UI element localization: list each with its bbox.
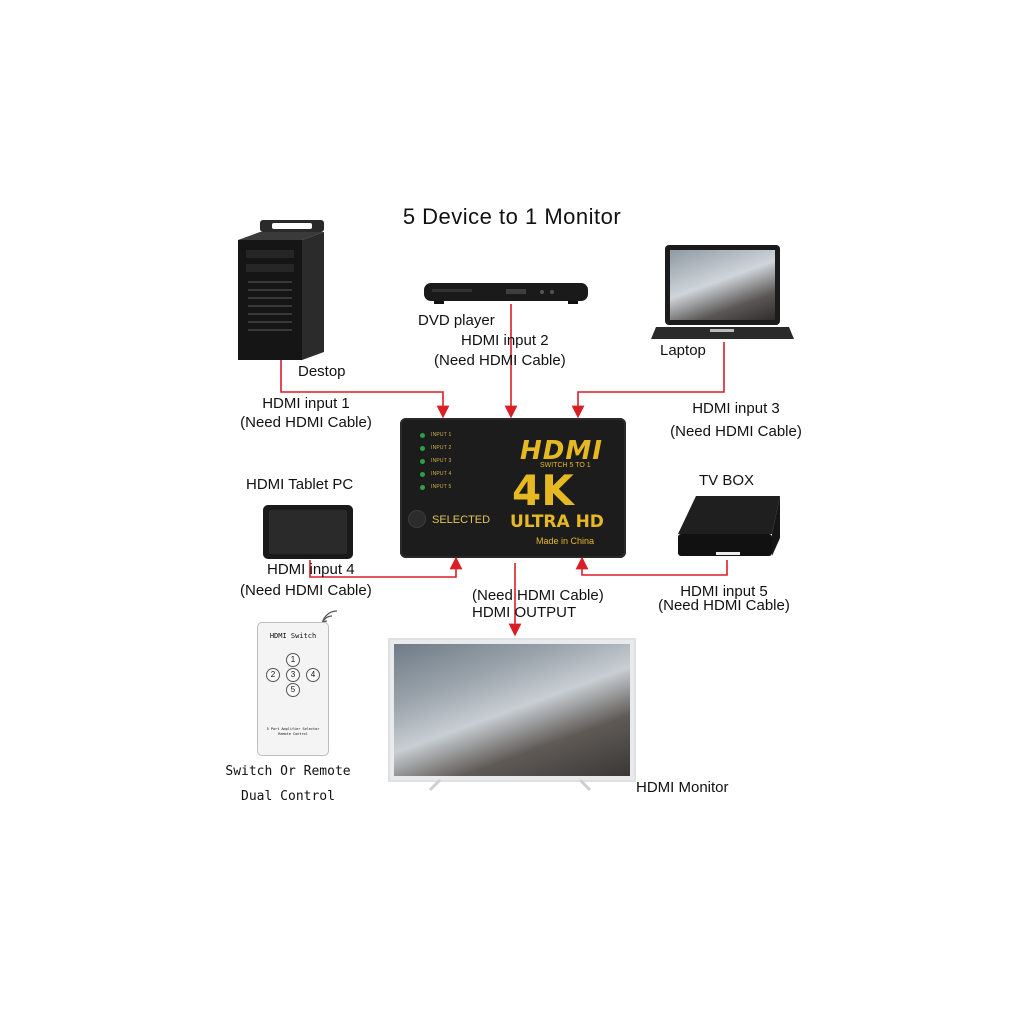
led-input-1: INPUT 1	[420, 432, 451, 438]
monitor-feet-icon	[428, 778, 592, 792]
desktop-tower-icon	[238, 220, 324, 360]
laptop-display-image	[670, 250, 775, 320]
laptop-base-icon	[651, 327, 794, 339]
input-2-name: HDMI input 2	[461, 332, 549, 349]
wire-input-3	[571, 342, 725, 419]
input-4-note: (Need HDMI Cable)	[240, 582, 372, 599]
hdmi-switch-box: INPUT 1 INPUT 2 INPUT 3 INPUT 4 INPUT 5 …	[400, 418, 626, 558]
ultra-hd-text: ULTRA HD	[510, 512, 604, 532]
input-1-note: (Need HDMI Cable)	[240, 414, 372, 431]
led-icon	[420, 471, 425, 477]
remote-caption-2: Dual Control	[241, 789, 335, 804]
remote-caption-1: Switch Or Remote	[225, 764, 351, 779]
wire-input-4	[309, 556, 463, 578]
led-input-4: INPUT 4	[420, 471, 451, 477]
input-1-name: HDMI input 1	[262, 395, 350, 412]
4k-logo: 4K	[512, 466, 574, 515]
monitor-label: HDMI Monitor	[636, 779, 729, 796]
remote-footer: 5 Port Amplifier Selector Remote Control	[266, 727, 320, 736]
dvd-label: DVD player	[418, 312, 495, 329]
tv-box-icon	[678, 496, 780, 556]
remote-button-2[interactable]: 2	[266, 668, 280, 682]
wire-input-1	[280, 350, 450, 419]
desktop-label: Destop	[298, 363, 346, 380]
remote-button-4[interactable]: 4	[306, 668, 320, 682]
remote-control: HDMI Switch 1 2 3 4 5 5 Port Amplifier S…	[257, 622, 329, 756]
remote-title: HDMI Switch	[269, 632, 317, 640]
tvbox-label: TV BOX	[699, 472, 755, 489]
dvd-player-icon	[424, 283, 588, 304]
input-3-name: HDMI input 3	[692, 400, 780, 417]
input-5-note: (Need HDMI Cable)	[658, 597, 790, 614]
led-input-2: INPUT 2	[420, 445, 451, 451]
tablet-icon	[263, 505, 353, 559]
laptop-label: Laptop	[660, 342, 706, 359]
selected-label: SELECTED	[432, 514, 491, 526]
diagram-title: 5 Device to 1 Monitor	[402, 204, 622, 229]
input-2-note: (Need HDMI Cable)	[434, 352, 566, 369]
wire-input-5	[575, 556, 728, 576]
tablet-label: HDMI Tablet PC	[246, 476, 354, 493]
led-input-3: INPUT 3	[420, 458, 451, 464]
monitor-screen-image	[394, 644, 630, 776]
input-3-note: (Need HDMI Cable)	[670, 423, 802, 440]
laptop-screen	[665, 245, 780, 325]
made-in-text: Made in China	[536, 536, 595, 546]
remote-button-3[interactable]: 3	[286, 668, 300, 682]
hdmi-monitor	[388, 638, 636, 782]
input-5-name: HDMI input 5	[680, 583, 768, 600]
switch-subtitle: SWITCH 5 TO 1	[540, 462, 591, 469]
led-input-5: INPUT 5	[420, 484, 451, 490]
led-icon	[420, 432, 425, 438]
output-name: HDMI OUTPUT	[472, 604, 577, 621]
hdmi-logo: HDMI	[520, 436, 603, 466]
led-icon	[420, 484, 425, 490]
selected-button[interactable]	[408, 510, 426, 528]
output-note: (Need HDMI Cable)	[472, 587, 604, 604]
led-icon	[420, 458, 425, 464]
led-icon	[420, 445, 425, 451]
remote-button-5[interactable]: 5	[286, 683, 300, 697]
input-4-name: HDMI input 4	[267, 561, 355, 578]
remote-button-1[interactable]: 1	[286, 653, 300, 667]
